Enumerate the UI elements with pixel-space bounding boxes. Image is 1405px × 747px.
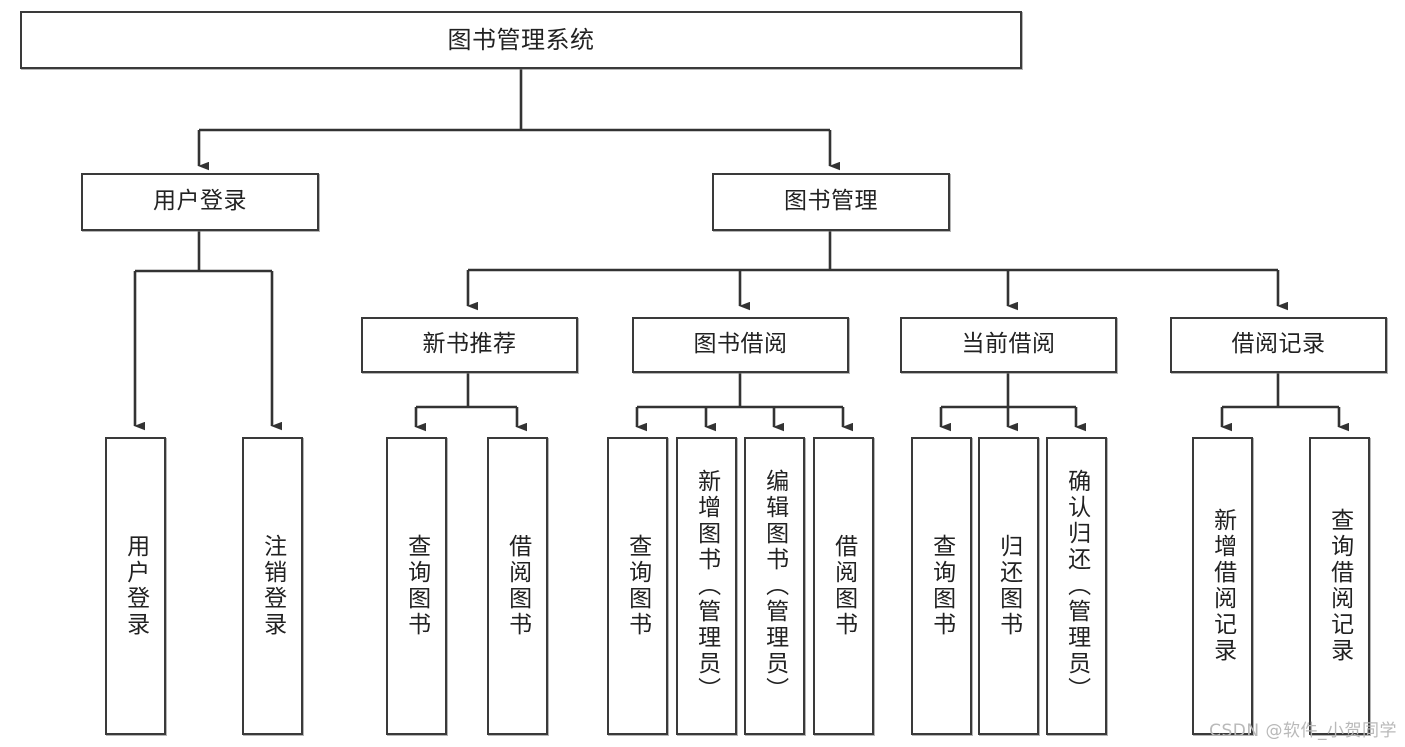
node-borrow-record[interactable]: 借阅记录 [1170, 317, 1387, 373]
node-label: 图书借阅 [693, 331, 788, 358]
node-book-borrow[interactable]: 图书借阅 [632, 317, 849, 373]
node-label: 借阅图书 [504, 534, 531, 638]
node-label: 借阅图书 [830, 534, 857, 638]
watermark-text: CSDN @软件_小贺同学 [1209, 721, 1397, 741]
leaf-user-login[interactable]: 用户登录 [105, 437, 166, 735]
node-label: 查询借阅记录 [1326, 508, 1353, 664]
leaf-add-borrow-record[interactable]: 新增借阅记录 [1192, 437, 1253, 735]
node-user-login[interactable]: 用户登录 [81, 173, 319, 231]
node-label: 新增借阅记录 [1209, 508, 1236, 664]
node-label: 用户登录 [122, 534, 149, 638]
node-label: 新增图书（管理员） [693, 469, 720, 703]
node-label: 确认归还（管理员） [1063, 469, 1090, 703]
node-label: 用户登录 [153, 188, 247, 215]
node-new-book-recommendation[interactable]: 新书推荐 [361, 317, 578, 373]
node-label: 注销登录 [259, 534, 286, 638]
leaf-edit-book-admin[interactable]: 编辑图书（管理员） [744, 437, 805, 735]
leaf-query-book-current[interactable]: 查询图书 [911, 437, 972, 735]
node-label: 图书管理 [784, 188, 878, 215]
leaf-add-book-admin[interactable]: 新增图书（管理员） [676, 437, 737, 735]
leaf-query-borrow-record[interactable]: 查询借阅记录 [1309, 437, 1370, 735]
leaf-return-book[interactable]: 归还图书 [978, 437, 1039, 735]
leaf-confirm-return-admin[interactable]: 确认归还（管理员） [1046, 437, 1107, 735]
node-label: 新书推荐 [422, 331, 517, 358]
node-label: 图书管理系统 [447, 25, 595, 54]
node-label: 编辑图书（管理员） [761, 469, 788, 703]
leaf-query-book-borrow[interactable]: 查询图书 [607, 437, 668, 735]
leaf-borrow-book-recommend[interactable]: 借阅图书 [487, 437, 548, 735]
node-label: 查询图书 [403, 534, 430, 638]
node-label: 借阅记录 [1231, 331, 1326, 358]
node-label: 归还图书 [995, 534, 1022, 638]
node-root-book-management-system[interactable]: 图书管理系统 [20, 11, 1022, 69]
node-book-management[interactable]: 图书管理 [712, 173, 950, 231]
node-current-borrow[interactable]: 当前借阅 [900, 317, 1117, 373]
node-label: 查询图书 [624, 534, 651, 638]
leaf-logout[interactable]: 注销登录 [242, 437, 303, 735]
node-label: 查询图书 [928, 534, 955, 638]
leaf-query-book-recommend[interactable]: 查询图书 [386, 437, 447, 735]
node-label: 当前借阅 [961, 331, 1056, 358]
leaf-borrow-book[interactable]: 借阅图书 [813, 437, 874, 735]
